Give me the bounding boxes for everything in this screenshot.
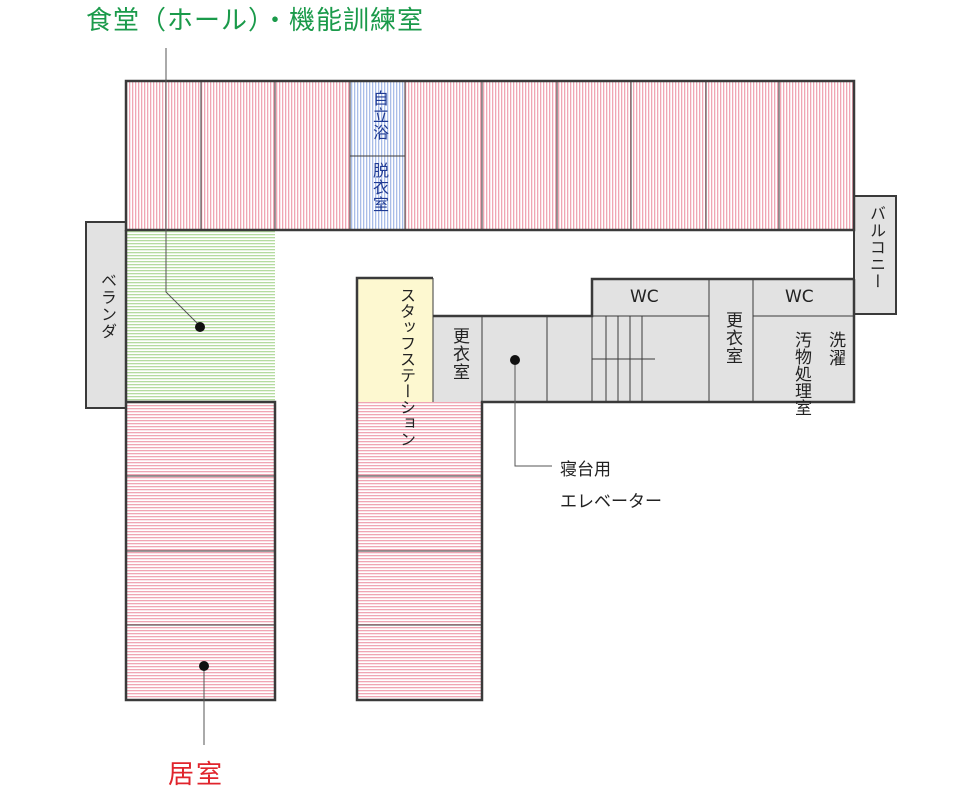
undressing-room-label: 脱衣室 (370, 162, 389, 213)
veranda-area (85, 221, 127, 409)
living-marker-dot (199, 661, 209, 671)
dining-marker-dot (195, 322, 205, 332)
wc-1-label: WC (630, 287, 659, 307)
top-room-strip (126, 81, 854, 230)
changing-room-1-label: 更衣室 (449, 327, 469, 381)
stairs (592, 316, 655, 402)
living-rooms-label: 居室 (168, 760, 225, 790)
staff-station-area (357, 278, 433, 402)
veranda-label: ベランダ (98, 272, 117, 340)
dining-training-area (126, 231, 275, 401)
changing-room-2-label: 更衣室 (722, 311, 742, 365)
laundry-label: 洗濯 (825, 331, 845, 367)
dining-leader-line (165, 48, 201, 327)
service-block (433, 279, 854, 402)
elevator-marker-dot (510, 355, 520, 365)
outer-wall (124, 79, 856, 232)
elevator-leader-line (514, 360, 552, 467)
balcony-area (853, 195, 897, 315)
bed-elevator-label-line2: エレベーター (560, 492, 662, 512)
independent-bath-label: 自立浴 (370, 90, 389, 141)
wc-2-label: WC (785, 287, 814, 307)
balcony-label: バルコニー (867, 205, 886, 290)
dining-training-label: 食堂（ホール）・機能訓練室 (86, 6, 425, 36)
bed-elevator-label-line1: 寝台用 (560, 460, 611, 480)
staff-station-label: スタッフステーション (397, 287, 416, 447)
soiled-utility-label: 汚物処理室 (791, 331, 811, 416)
